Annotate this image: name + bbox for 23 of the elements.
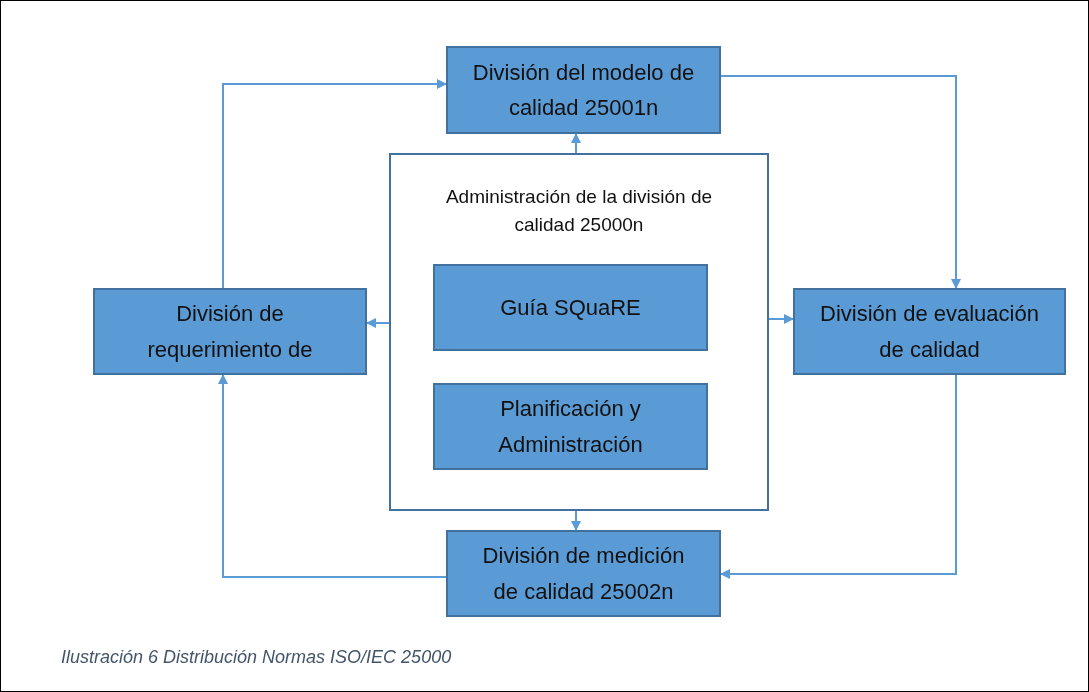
box-label: División de evaluación de calidad [819,300,1040,364]
process-box [446,46,721,134]
arrow [571,133,581,154]
box-label: División de requerimiento de [146,300,314,364]
box-label: Guía SQuaRE [500,293,641,322]
caption: Ilustración 6 Distribución Normas ISO/IEC 25000 [61,647,452,668]
box-label: División de medición de calidad 25002n [481,542,686,606]
arrow [571,510,581,531]
process-box [793,288,1066,375]
process-box [446,530,721,617]
process-box [433,383,708,470]
arrow [218,374,447,578]
process-box [433,264,708,351]
group-box [389,153,769,511]
arrow [720,75,961,289]
arrow [366,318,390,328]
arrow [222,79,447,289]
box-label: Planificación y Administración [497,395,644,459]
box-label: División del modelo de calidad 25001n [472,58,695,122]
group-heading: Administración de la división de calidad 25000n [444,185,714,237]
process-box [93,288,367,375]
arrow [768,314,794,324]
arrow [720,374,957,579]
